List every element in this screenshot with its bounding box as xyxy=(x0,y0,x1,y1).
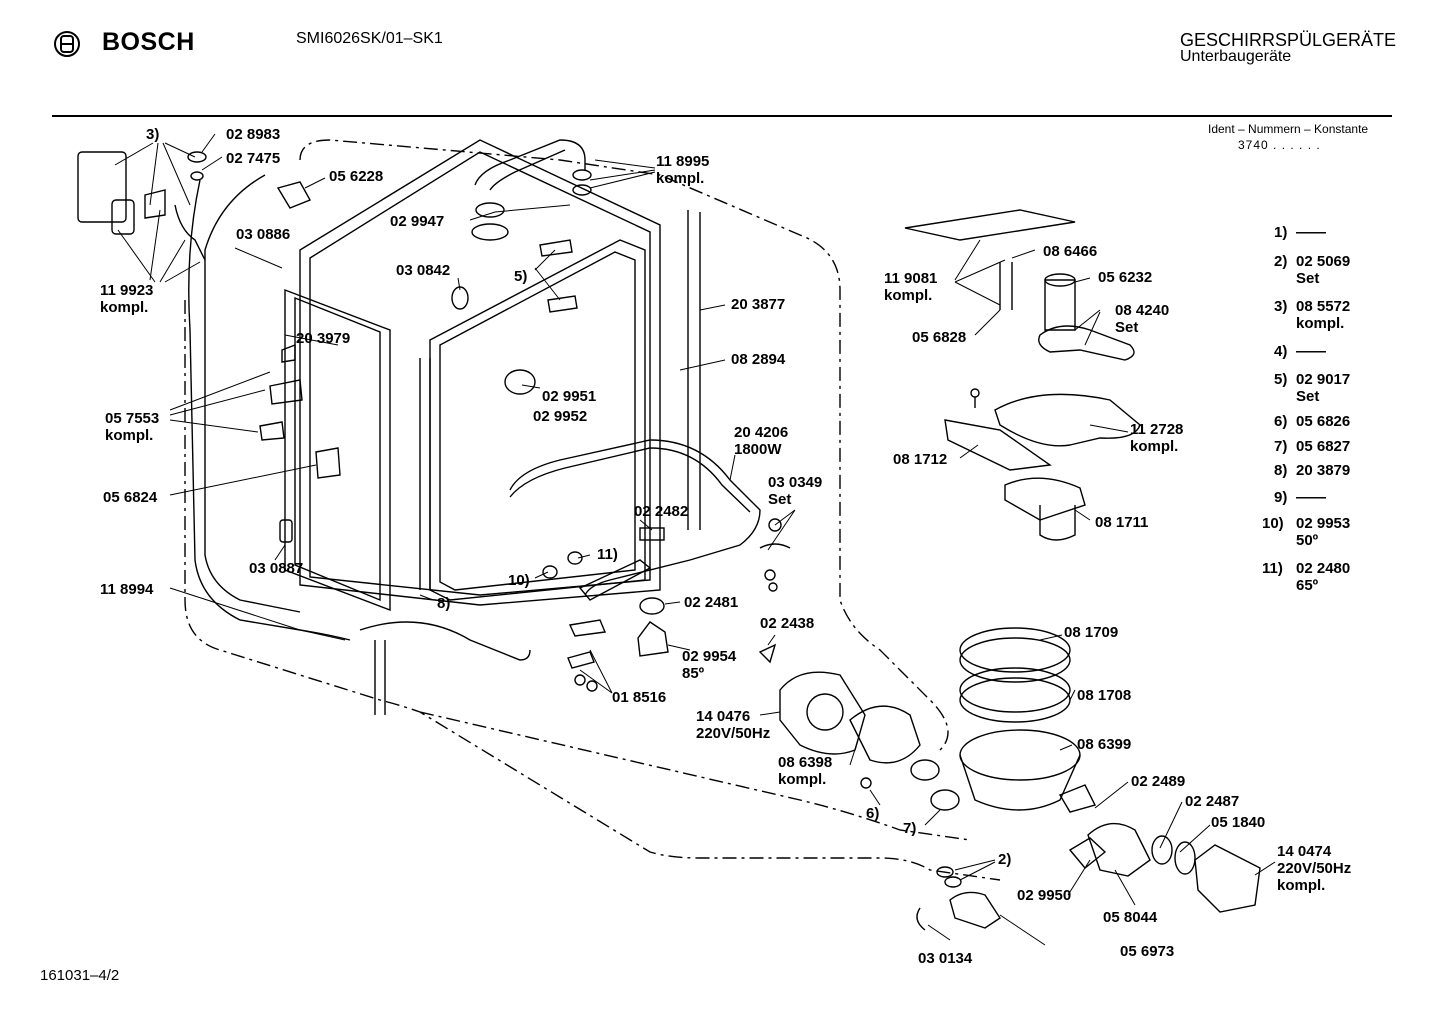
part-022489: 02 2489 xyxy=(1131,773,1186,790)
part-022487: 02 2487 xyxy=(1185,793,1240,810)
legend-value-11: 02 2480 65º xyxy=(1296,560,1351,594)
part-084240: 08 4240 Set xyxy=(1115,302,1170,336)
part-056973: 05 6973 xyxy=(1120,943,1175,960)
part-022481: 02 2481 xyxy=(684,594,739,611)
part-057553: 05 7553 kompl. xyxy=(105,410,160,444)
part-086466: 08 6466 xyxy=(1043,243,1098,260)
legend-key-2: 2) xyxy=(1274,253,1288,270)
part-086398: 08 6398 kompl. xyxy=(778,754,833,788)
legend-value-6: 05 6826 xyxy=(1296,413,1351,430)
document-number: 161031–4/2 xyxy=(40,967,120,984)
part-082894: 08 2894 xyxy=(731,351,786,368)
part-022438: 02 2438 xyxy=(760,615,815,632)
callout-2: 2) xyxy=(998,851,1012,868)
header-rule xyxy=(52,115,1392,117)
part-203979: 20 3979 xyxy=(296,330,351,347)
part-056824: 05 6824 xyxy=(103,489,158,506)
part-029950: 02 9950 xyxy=(1017,887,1072,904)
legend-key-4: 4) xyxy=(1274,343,1288,360)
legend-key-3: 3) xyxy=(1274,298,1288,315)
part-081711: 08 1711 xyxy=(1095,514,1149,531)
legend-value-7: 05 6827 xyxy=(1296,438,1351,455)
part-029947: 02 9947 xyxy=(390,213,445,230)
legend-value-3: 08 5572 kompl. xyxy=(1296,298,1351,332)
part-081709: 08 1709 xyxy=(1064,624,1119,641)
part-030349: 03 0349 Set xyxy=(768,474,823,508)
legend-value-10: 02 9953 50º xyxy=(1296,515,1351,549)
part-056228: 05 6228 xyxy=(329,168,384,185)
part-030887: 03 0887 xyxy=(249,560,304,577)
part-058044: 05 8044 xyxy=(1103,909,1158,926)
callout-8: 8) xyxy=(437,595,451,612)
part-056828: 05 6828 xyxy=(912,329,967,346)
part-081712: 08 1712 xyxy=(893,451,948,468)
part-118994: 11 8994 xyxy=(100,581,154,598)
legend-key-8: 8) xyxy=(1274,462,1288,479)
legend-key-6: 6) xyxy=(1274,413,1288,430)
category-title: GESCHIRRSPÜLGERÄTE xyxy=(1180,30,1397,50)
legend-key-11: 11) xyxy=(1262,560,1283,577)
subcategory-title: Unterbaugeräte xyxy=(1180,48,1292,65)
model-number: SMI6026SK/01–SK1 xyxy=(296,30,443,47)
part-118995: 11 8995 kompl. xyxy=(656,153,710,187)
part-030886: 03 0886 xyxy=(236,226,291,243)
part-027475: 02 7475 xyxy=(226,150,281,167)
part-119923: 11 9923 kompl. xyxy=(100,282,154,316)
legend-value-2: 02 5069 Set xyxy=(1296,253,1351,287)
part-119081: 11 9081 kompl. xyxy=(884,270,938,304)
part-029954: 02 9954 85º xyxy=(682,648,737,682)
part-018516: 01 8516 xyxy=(612,689,667,706)
legend-key-1: 1) xyxy=(1274,224,1288,241)
bosch-logo-icon xyxy=(54,31,80,57)
part-029952: 02 9952 xyxy=(533,408,588,425)
callout-11: 11) xyxy=(597,546,618,563)
legend-key-10: 10) xyxy=(1262,515,1284,532)
part-051840: 05 1840 xyxy=(1211,814,1266,831)
legend-value-5: 02 9017 Set xyxy=(1296,371,1351,405)
legend-value-4: —— xyxy=(1296,343,1326,360)
part-028983: 02 8983 xyxy=(226,126,281,143)
brand-name: BOSCH xyxy=(102,28,195,56)
part-203877: 20 3877 xyxy=(731,296,786,313)
legend-value-8: 20 3879 xyxy=(1296,462,1351,479)
part-081708: 08 1708 xyxy=(1077,687,1132,704)
part-140476: 14 0476 220V/50Hz xyxy=(696,708,771,742)
part-030134: 03 0134 xyxy=(918,950,973,967)
legend-key-7: 7) xyxy=(1274,438,1288,455)
part-029951: 02 9951 xyxy=(542,388,597,405)
callout-6: 6) xyxy=(866,805,880,822)
callout-7: 7) xyxy=(903,820,917,837)
callout-10: 10) xyxy=(508,572,530,589)
callout-5: 5) xyxy=(514,268,528,285)
part-112728: 11 2728 kompl. xyxy=(1130,421,1184,455)
part-030842: 03 0842 xyxy=(396,262,451,279)
legend-value-1: —— xyxy=(1296,224,1326,241)
legend-key-5: 5) xyxy=(1274,371,1288,388)
ident-value: 3740 . . . . . . xyxy=(1238,138,1321,152)
part-204206: 20 4206 1800W xyxy=(734,424,789,458)
part-056232: 05 6232 xyxy=(1098,269,1153,286)
legend-key-9: 9) xyxy=(1274,489,1288,506)
part-022482: 02 2482 xyxy=(634,503,689,520)
part-140474: 14 0474 220V/50Hz kompl. xyxy=(1277,843,1352,894)
part-086399: 08 6399 xyxy=(1077,736,1132,753)
callout-3: 3) xyxy=(146,126,160,143)
legend-value-9: —— xyxy=(1296,489,1326,506)
ident-label: Ident – Nummern – Konstante xyxy=(1208,122,1369,136)
